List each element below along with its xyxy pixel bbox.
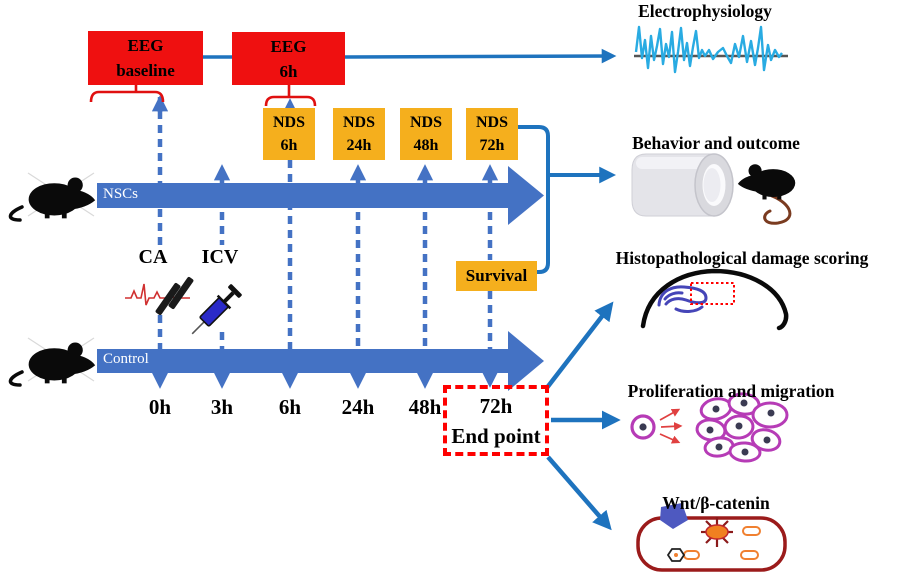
- dashed-timeline-lines: [157, 97, 493, 374]
- control-mouse-icon: [8, 342, 96, 387]
- eeg-6h-line2: 6h: [279, 61, 298, 81]
- nds-72h-line2: 72h: [479, 137, 505, 154]
- time-label-6h: 6h: [278, 395, 302, 419]
- control-bar-label: Control: [103, 351, 149, 367]
- wnt-ligand-icon: [660, 503, 688, 529]
- cells-icon: [630, 392, 789, 463]
- ecg-cardiac-arrest-icon: [125, 277, 194, 315]
- nscs-bar-label: NSCs: [103, 186, 139, 202]
- nds-24h-line1: NDS: [342, 114, 375, 131]
- behavior-connector-arrow: [518, 125, 617, 274]
- ca-label: CA: [138, 246, 168, 268]
- cylinder-icon: [631, 153, 734, 217]
- timeline-arrow-nscs: [97, 166, 544, 225]
- nds-24h-box: NDS 24h: [333, 108, 385, 160]
- eeg-baseline-line2: baseline: [116, 61, 175, 80]
- eeg-bracket-icons: [89, 85, 317, 107]
- eeg-6h-line1: EEG: [270, 36, 307, 56]
- syringe-icon: [191, 284, 242, 335]
- wnt-catenin-title: Wnt/β-catenin: [662, 493, 770, 513]
- nds-6h-line2: 6h: [280, 137, 298, 154]
- eeg-baseline-box: EEG baseline: [88, 31, 203, 85]
- nds-48h-line1: NDS: [409, 114, 442, 131]
- nds-72h-box: NDS 72h: [466, 108, 518, 160]
- behavior-mouse-icon: [737, 164, 796, 225]
- eeg-waveform-icon: [634, 25, 788, 74]
- behavior-outcome-title: Behavior and outcome: [632, 133, 800, 153]
- starburst-icon: [705, 524, 729, 540]
- timeline-arrow-control: [97, 331, 544, 391]
- icv-label: ICV: [201, 246, 239, 268]
- endpoint-line2: End point: [451, 423, 541, 448]
- nds-6h-box: NDS 6h: [263, 108, 315, 160]
- time-label-48h: 48h: [408, 395, 442, 419]
- nscs-mouse-icon: [8, 177, 96, 222]
- histopathology-title: Histopathological damage scoring: [615, 248, 869, 268]
- eeg-connector-arrow: [203, 48, 617, 64]
- wnt-cell-icon: [636, 503, 787, 572]
- electrophysiology-title: Electrophysiology: [638, 1, 772, 21]
- nds-6h-line1: NDS: [272, 114, 305, 131]
- endpoint-outcome-arrows: [544, 301, 621, 531]
- endpoint-box: 72h End point: [443, 385, 549, 456]
- nds-48h-line2: 48h: [413, 137, 439, 154]
- brain-icon: [640, 268, 789, 331]
- timeline-tick-arrows: [151, 95, 499, 389]
- survival-box: Survival: [456, 261, 537, 291]
- proliferation-title: Proliferation and migration: [627, 381, 835, 401]
- nds-24h-line2: 24h: [346, 137, 372, 154]
- eeg-6h-box: EEG 6h: [232, 32, 345, 85]
- time-label-0h: 0h: [148, 395, 172, 419]
- nds-72h-line1: NDS: [475, 114, 508, 131]
- time-label-24h: 24h: [341, 395, 375, 419]
- nds-48h-box: NDS 48h: [400, 108, 452, 160]
- time-label-3h: 3h: [210, 395, 234, 419]
- endpoint-line1: 72h: [479, 393, 513, 418]
- eeg-baseline-line1: EEG: [127, 36, 164, 55]
